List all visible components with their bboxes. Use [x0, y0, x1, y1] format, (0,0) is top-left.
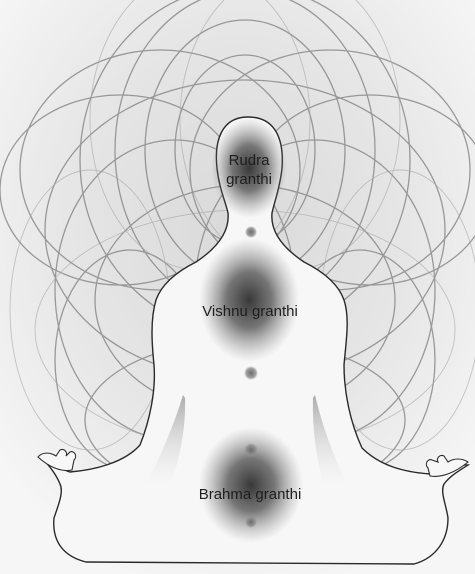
rudra-label-line2: granthi: [219, 171, 279, 188]
rudra-label-line1: Rudra: [219, 152, 279, 169]
root-point: [245, 516, 257, 528]
throat-point: [245, 226, 257, 238]
vishnu-granthi-knot: [199, 238, 299, 362]
vishnu-label: Vishnu granthi: [185, 303, 315, 320]
navel-point: [244, 366, 258, 380]
sacral-point: [244, 443, 258, 457]
brahma-label: Brahma granthi: [185, 486, 315, 503]
